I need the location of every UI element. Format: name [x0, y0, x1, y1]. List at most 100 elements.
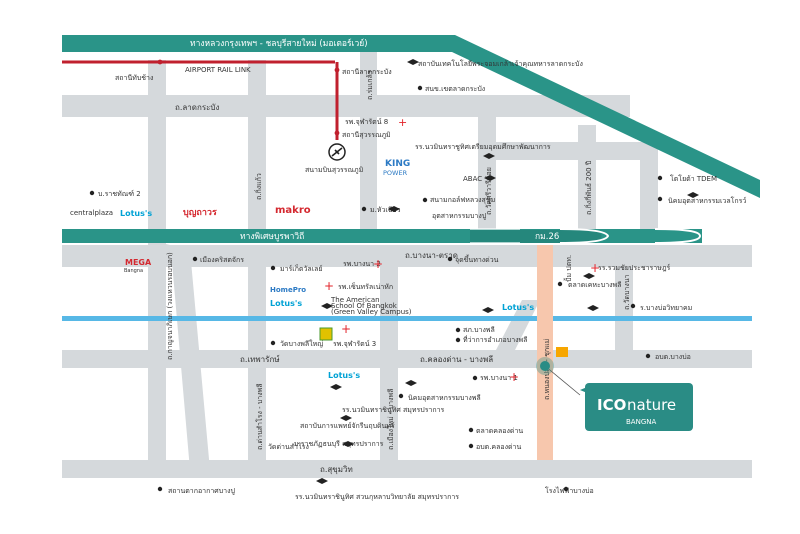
road-label-kanchana: ถ.กาญจนาภิเษก (วงแหวนรอบนอก) — [166, 252, 174, 360]
place-hosp-chularat8: รพ.จุฬารัตน์ 8 — [345, 118, 388, 126]
road-east-lower — [615, 245, 633, 365]
road-kingkaew — [248, 60, 266, 235]
road-label-romklao: ถ.ร่มเกล้า — [366, 70, 374, 100]
road-east-v — [640, 142, 658, 237]
place-market-kd: ตลาดคลองด่าน — [476, 427, 523, 435]
graduation-cap-icons — [316, 59, 699, 484]
red-cross-icon: + — [398, 116, 407, 129]
svg-text:+: + — [341, 322, 351, 336]
road-label-bangna-trad: ถ.บางนา-ตราด — [405, 251, 458, 260]
place-hosp-bangna1: รพ.บางนา 1 — [480, 374, 518, 382]
project-name-rest: nature — [627, 396, 676, 414]
place-hosp-kheng: รพ.เซ็นทรัลเน่าหัก — [338, 282, 393, 291]
american-school-3: (Green Valley Campus) — [331, 308, 412, 316]
place-hosp-chularat3: รพ.จุฬารัตน์ 3 — [333, 340, 376, 348]
place-market-bangpli: ตลาดเคหะบางพลี — [568, 281, 621, 289]
canal-line — [62, 316, 752, 321]
road-label-east: ถ.วัดบางนา — [623, 274, 631, 310]
svg-text:+: + — [509, 370, 519, 384]
motorway-label: ทางหลวงกรุงเทพฯ - ชลบุรีสายใหม่ (มอเตอร์… — [190, 38, 368, 49]
hospital-cross-icons: ++ ++ + — [324, 257, 600, 384]
place-muang-ch: เมืองคริสตจักร — [200, 256, 244, 264]
road-target-highlight — [537, 245, 553, 460]
rail-station-dot-1 — [157, 59, 163, 65]
project-name-icon: ICO — [597, 396, 626, 414]
airplane-icon-glyph — [331, 147, 343, 157]
place-kaeng-1: สภ.บางพลี — [463, 326, 495, 334]
place-college: สถาบันการแพทย์จักรีนฤบดินทร์ — [300, 422, 395, 430]
road-label-theparak: ถ.เทพารักษ์ — [240, 354, 280, 364]
road-diagonal-kanchana — [150, 240, 210, 470]
road-label-klong-dan: ถ.คลองด่าน - บางพลี — [420, 355, 493, 364]
place-ta-sk: สถานตากอากาศบางปู — [168, 487, 235, 495]
rail-station-dot-2 — [334, 67, 340, 73]
place-zoo: อุตสาหกรรมบางปู — [432, 212, 487, 220]
wat-icon — [319, 327, 333, 341]
place-tessaban: อบต.คลองด่าน — [476, 443, 521, 451]
road-label-muang-mai: ถ.เมืองใหม่ - บางพลี — [386, 389, 395, 450]
place-golf: สนามกอล์ฟหลวงสุขุม — [430, 196, 495, 204]
road-latkrabang — [62, 95, 630, 117]
lotus-logo-1: Lotus's — [120, 209, 152, 218]
place-lat-krabang-sta: สถานีลาดกระบัง — [342, 68, 392, 76]
place-power: โรงไฟฟ้าบางบ่อ — [545, 486, 594, 495]
place-wat-mai: ม.หัวเฉียว — [370, 206, 401, 214]
king-power-logo-1: KING — [385, 159, 410, 169]
homepro-logo: HomePro — [270, 286, 306, 294]
makro-logo: makro — [275, 205, 311, 216]
place-fire-sta: สถานีทับช้าง — [115, 74, 153, 82]
place-market: มาร์เก็ตวัลเลย์ — [280, 264, 323, 273]
airport-name: สนามบินสุวรรณภูมิ — [305, 166, 363, 174]
american-school-2: School Of Bangkok — [331, 302, 398, 310]
place-school-rajamangala: ม.ราชภัฏธนบุรี สมุทรปราการ — [294, 440, 384, 448]
place-school-bangpli: รร.นวมินทราชินูทิศ สมุทรปราการ — [342, 406, 445, 414]
road-sukhumvit — [62, 460, 752, 478]
place-bang-bo: ปั้ม ปตท. — [562, 255, 573, 282]
place-school-patt: รร.นวมินทราชูทิศเตรียมอุดมศึกษาพัฒนาการ — [415, 142, 551, 151]
svg-text:+: + — [373, 257, 383, 271]
project-subname: BANGNA — [626, 418, 656, 426]
road-label-samrong: ถ.ด่านสำโรง - บางพลี — [255, 383, 264, 450]
place-big-c: บ.ราชทัณฑ์ 2 — [98, 190, 141, 198]
road-label-sukhumvit: ถ.สุขุมวิท — [320, 465, 353, 474]
road-h-sriwari — [478, 142, 658, 160]
expressway-label: ทางพิเศษบูรพาวิถี — [240, 231, 304, 242]
place-school-sk: รร.นวมินทราชินูทิศ สวนกุหลาบวิทยาลัย สมุ… — [295, 493, 459, 501]
rail-station-dot-3 — [334, 130, 340, 136]
mega-sub: Bangna — [124, 268, 143, 274]
place-wat-dan: วัดด่านสำโรง — [268, 442, 309, 451]
place-school-ratchathewi: รร.รวมชัยประชาราษฎร์ — [598, 264, 671, 272]
road-theparak — [62, 350, 752, 368]
central-logo: centralplaza — [70, 209, 113, 217]
american-school-1: The American — [330, 296, 380, 304]
place-tdem: โตโยต้า TDEM — [670, 174, 717, 183]
project-pin — [540, 361, 550, 371]
place-tambon: อบต.บางบ่อ — [655, 353, 691, 361]
place-chuay-jit: จุดขึ้นทางด่วน — [455, 253, 499, 264]
place-hosp-bangna2: รพ.บางนา 2 — [343, 260, 381, 268]
lotus-logo-2: Lotus's — [270, 299, 302, 308]
place-kmitl: สถาบันเทคโนโลยีพระจอมเกล้าเจ้าคุณทหารลาด… — [418, 59, 583, 68]
project-card — [585, 383, 693, 431]
mega-logo: MEGA — [125, 258, 152, 267]
place-industrial: นิคมอุตสาหกรรมเวลโกรว์ — [668, 196, 746, 205]
lotus-logo-4: Lotus's — [502, 303, 534, 312]
place-suvarnabhumi-sta: สถานีสุวรรณภูมิ — [342, 131, 391, 139]
road-label-sriwarinoi: ถ.วัดศรีวารีน้อย — [485, 167, 493, 215]
road-romklao-v — [360, 40, 377, 235]
rail-label: AIRPORT RAIL LINK — [185, 66, 251, 74]
project-location: ICO nature BANGNA — [536, 357, 693, 431]
airplane-icon — [328, 143, 346, 161]
place-school-tech: ร.บางบ่อวิทยาคม — [640, 304, 692, 312]
place-kaeng-2: ที่ว่าการอำเภอบางพลี — [463, 335, 527, 344]
lotus-logo-3: Lotus's — [328, 371, 360, 380]
road-label-latkrabang: ถ.ลาดกระบัง — [175, 103, 219, 112]
place-industrial-2: นิคมอุตสาหกรรมบางพลี — [408, 394, 481, 402]
dot-markers — [89, 85, 663, 492]
road-bangna-trad — [62, 245, 752, 267]
boonthavorn-logo: บุญถาวร — [183, 208, 217, 218]
road-label-kingkaew: ถ.กิ่งแก้ว — [254, 173, 263, 200]
airport-rail-link — [62, 60, 339, 140]
place-wat-bangplee: วัดบางพลีใหญ่ — [280, 339, 323, 348]
